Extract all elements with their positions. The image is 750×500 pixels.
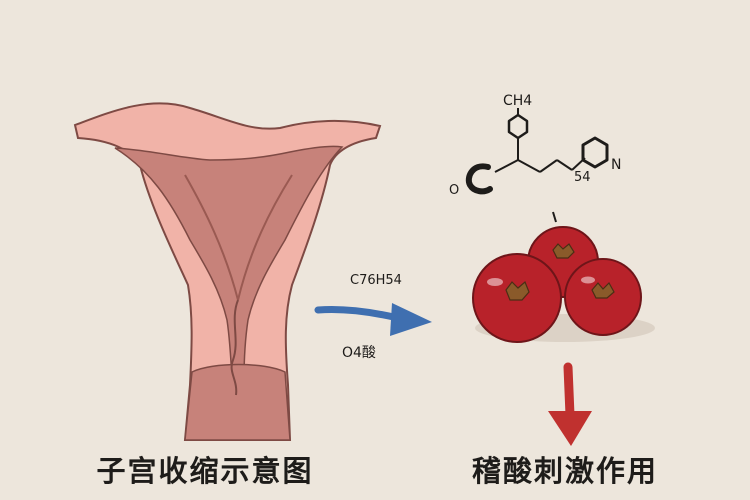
fruit-left-highlight: [487, 278, 503, 286]
uterus-illustration: [73, 102, 382, 441]
fruit-right-highlight: [581, 276, 595, 284]
fruit-back-calyx: [552, 243, 575, 259]
cervix: [184, 363, 291, 441]
down-arrow-shaft: [563, 362, 575, 420]
carbonyl-c: [465, 163, 493, 195]
caption-uterus-diagram: 子宫收缩示意图: [96, 454, 314, 488]
flow-arrow: [314, 303, 432, 336]
arrow-label-top: C76H54: [350, 273, 402, 288]
cervical-canal: [230, 299, 239, 396]
flow-arrow-shaft: [314, 305, 402, 322]
down-arrow-head: [548, 411, 592, 446]
arrow-label-bottom: O4酸: [342, 345, 376, 361]
molecule-left-label: O: [449, 183, 459, 198]
flow-arrow-head: [390, 303, 432, 336]
red-fruits: [472, 226, 655, 343]
benzene-ring-top: [507, 113, 529, 140]
molecule-nitrogen-label: N: [611, 157, 621, 173]
down-arrow: [548, 362, 592, 446]
pyridine-ring: [581, 136, 609, 169]
fruit-right-calyx: [591, 282, 615, 299]
uterus-inner-cavity: [114, 145, 344, 381]
molecule-top-label: CH4: [503, 93, 532, 109]
molecule-structure: [465, 108, 609, 223]
fruit-left-calyx: [505, 280, 530, 301]
molecule-right-number: 54: [574, 170, 591, 185]
caption-stimulation-effect: 稽酸刺激作用: [471, 454, 658, 488]
